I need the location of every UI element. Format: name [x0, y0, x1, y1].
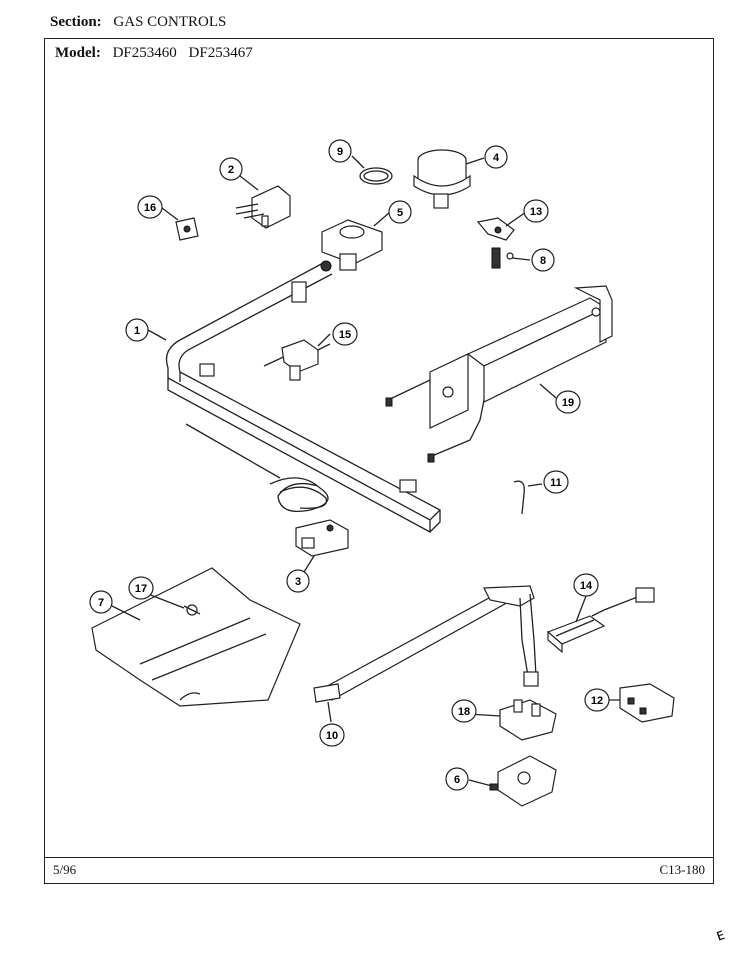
callout-10: 10 — [319, 723, 345, 747]
part-hose — [513, 480, 525, 515]
part-burner-bracket — [313, 585, 539, 703]
callout-label: 2 — [228, 164, 234, 176]
callout-label: 13 — [530, 206, 542, 218]
callout-6: 6 — [445, 767, 469, 791]
part-valve-block — [499, 699, 557, 741]
part-burner-assembly — [385, 285, 613, 463]
part-o-ring — [359, 167, 393, 185]
part-screw — [491, 247, 514, 269]
leader-lines — [111, 155, 620, 787]
section-label: Section: — [50, 14, 102, 30]
callout-18: 18 — [451, 699, 477, 723]
section-heading: Section: GAS CONTROLS — [50, 14, 226, 31]
footer-code: C13-180 — [659, 862, 706, 877]
callout-label: 16 — [144, 202, 156, 214]
part-ignitor — [546, 587, 655, 654]
section-value: GAS CONTROLS — [113, 14, 227, 30]
callout-label: 14 — [580, 580, 593, 592]
part-relay — [619, 683, 675, 723]
callout-label: 17 — [135, 583, 147, 595]
callout-3: 3 — [286, 569, 310, 593]
callout-5: 5 — [388, 200, 412, 224]
part-pilot — [263, 339, 331, 381]
callout-15: 15 — [332, 322, 358, 346]
callout-7: 7 — [89, 590, 113, 614]
diagram-frame: Model: DF253460 DF253467 5/96 C13-180 — [44, 38, 714, 884]
callout-label: 15 — [339, 329, 351, 341]
model-heading: Model: DF253460 DF253467 — [55, 45, 253, 62]
part-valve — [321, 219, 383, 271]
part-shield-screw — [183, 604, 201, 616]
callout-label: 11 — [550, 477, 562, 489]
callout-label: 1 — [134, 325, 140, 337]
part-pressure-regulator — [413, 149, 471, 209]
part-mounting-bracket — [489, 755, 557, 807]
model-label: Model: — [55, 45, 101, 61]
callout-1: 1 — [125, 318, 149, 342]
callout-label: 12 — [591, 695, 603, 707]
callout-9: 9 — [328, 139, 352, 163]
callout-11: 11 — [543, 470, 569, 494]
callout-13: 13 — [523, 199, 549, 223]
part-bracket — [476, 217, 515, 241]
part-clip — [175, 217, 199, 241]
callout-2: 2 — [219, 157, 243, 181]
callout-label: 3 — [295, 576, 301, 588]
part-manifold-tube — [165, 260, 442, 534]
callout-label: 18 — [458, 706, 470, 718]
part-thermostat — [185, 423, 349, 557]
footer-rule — [45, 857, 713, 858]
callout-4: 4 — [484, 145, 508, 169]
callout-label: 4 — [493, 152, 500, 164]
callout-label: 10 — [326, 730, 338, 742]
callout-19: 19 — [555, 390, 581, 414]
model-number-2: DF253467 — [188, 45, 253, 61]
callout-17: 17 — [128, 576, 154, 600]
part-heat-shield — [91, 567, 301, 707]
model-number-1: DF253460 — [112, 45, 177, 61]
callout-12: 12 — [584, 688, 610, 712]
callout-label: 19 — [562, 397, 574, 409]
callout-label: 8 — [540, 255, 546, 267]
footer-date: 5/96 — [53, 862, 77, 877]
callout-label: 7 — [98, 597, 104, 609]
callout-label: 5 — [397, 207, 403, 219]
callout-label: 6 — [454, 774, 460, 786]
callout-label: 9 — [337, 146, 343, 158]
callout-8: 8 — [531, 248, 555, 272]
part-valve-holder — [235, 185, 291, 229]
callout-14: 14 — [573, 573, 599, 597]
callout-16: 16 — [137, 195, 163, 219]
